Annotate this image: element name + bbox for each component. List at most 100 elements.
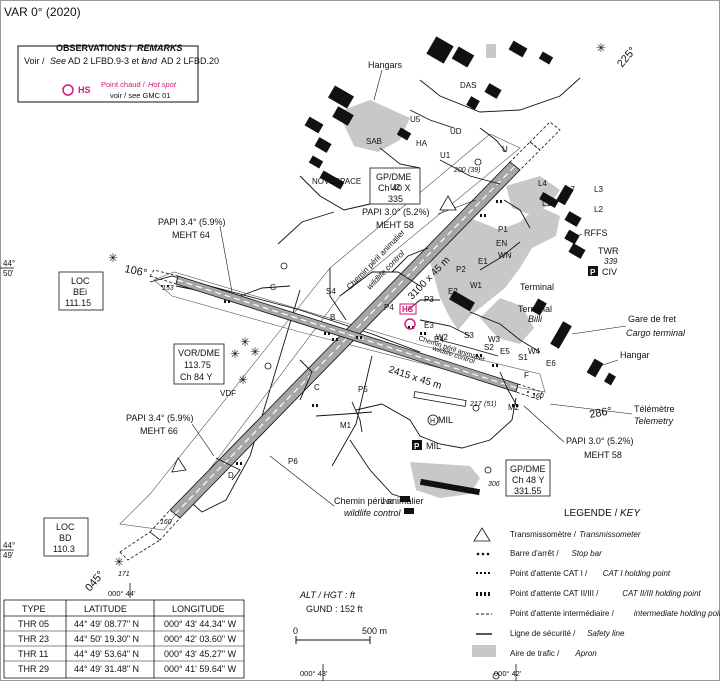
obstacle-marker-1 (280, 262, 288, 270)
loc-bd-type: LOC (56, 522, 75, 532)
legend-stopbar-icon (476, 552, 490, 556)
table-cell-r1-c2: 000° 42' 03.60" W (164, 634, 237, 644)
loc-bei-ident: BEi (73, 287, 87, 297)
loc-bei-freq: 111.15 (65, 298, 91, 308)
lat-50-deg: 44° (3, 259, 15, 268)
table-cell-r3-c2: 000° 41' 59.64" W (164, 664, 237, 674)
label-gare-fr: Gare de fret (628, 314, 677, 324)
table-cell-r2-c2: 000° 43' 45.27" W (164, 649, 237, 659)
tree-symbols: ✳ ✳ ✳ ✳ ✳ ✳ ✳ (108, 41, 606, 569)
loc-bei-type: LOC (71, 276, 90, 286)
obstacle-marker-6 (492, 672, 500, 680)
taxiway-label-l4: L4 (538, 179, 547, 188)
vor-channel: Ch 84 Y (180, 372, 212, 382)
obstacle-marker-3 (472, 404, 480, 412)
table-cell-r2-c0: THR 11 (18, 649, 48, 659)
tree-icon-1: ✳ (108, 251, 118, 265)
legend-title-fr: LEGENDE / (564, 508, 618, 519)
thr-045: 045° (83, 569, 107, 594)
approach-lights (161, 285, 535, 395)
loc-bd-ident: BD (59, 533, 72, 543)
hotspot-legend-icon (62, 84, 74, 96)
elev-153: 153 (162, 285, 174, 292)
lat-49-deg: 44° (3, 541, 15, 550)
symbol-markers (171, 158, 500, 680)
label-civ: CIV (602, 267, 617, 277)
tree-icon-7: ✳ (596, 41, 606, 55)
label-das: DAS (460, 81, 476, 90)
tree-icon-3: ✳ (230, 347, 240, 361)
elev-217b: (51) (484, 401, 496, 408)
building-mil-2 (400, 496, 410, 502)
legend-item-fr-6: Aire de trafic / (510, 649, 560, 658)
lat-49-min: 49' (3, 551, 14, 560)
legend-item-en-5: Safety line (587, 629, 625, 638)
lat-50-min: 50' (3, 269, 14, 278)
taxiway-label-e4: E4 (434, 335, 444, 344)
taxiway-label-u1: U1 (440, 151, 451, 160)
building-das-4 (538, 51, 554, 65)
label-telem-en: Telemetry (634, 416, 674, 426)
scale-zero: 0 (293, 626, 298, 636)
table-cell-r3-c1: 44° 49' 31.48" N (74, 664, 139, 674)
thr-106: 106° (123, 263, 148, 279)
taxiway-label-e1: E1 (478, 257, 488, 266)
box-loc-bei: LOC BEi 111.15 (58, 271, 104, 311)
taxiway-label-l2: L2 (594, 205, 603, 214)
obstacle-marker-4 (484, 466, 492, 474)
navaid-boxes: LOC BEi 111.15 LOC BD 110.3 VOR/DME 113.… (43, 167, 551, 557)
gp-top-freq: 335 (388, 194, 403, 204)
table-header-lon: LONGITUDE (172, 604, 225, 614)
remarks-title-en: REMARKS (137, 43, 183, 53)
taxiway-label-e5: E5 (500, 347, 510, 356)
legend-item-en-4: intermediate holding point (634, 609, 720, 618)
legend: LEGENDE / KEY Transmissomètre /Transmiss… (472, 508, 720, 658)
apron-billi (480, 298, 534, 344)
parking-icon-mil: P (414, 442, 420, 451)
legend-item-fr-0: Transmissomètre / (510, 530, 577, 539)
building-twr (568, 243, 586, 259)
taxiway-label-p2: P2 (456, 265, 466, 274)
gp-bot-channel: Ch 48 Y (512, 475, 544, 485)
box-gp-bot: GP/DME Ch 48 Y 331.55 (505, 459, 551, 497)
taxiway-label-u5: U5 (410, 115, 421, 124)
taxiway-label-p3: P3 (424, 295, 434, 304)
building-mil-row (419, 478, 481, 496)
tree-icon-5: ✳ (250, 345, 260, 359)
building-hangar-e2 (604, 372, 616, 386)
building-hangar-e (586, 358, 604, 378)
taxiway-label-l7: L7 (566, 185, 575, 194)
elev-160b: 160 (532, 393, 544, 400)
legend-transmissometer-icon (473, 527, 491, 542)
label-billi: Billi (528, 314, 543, 324)
table-cell-r0-c1: 44° 49' 08.77" N (74, 619, 139, 629)
building-hangar-2 (332, 106, 354, 126)
table-cell-r3-c0: THR 29 (18, 664, 49, 674)
building-mil-3 (404, 508, 414, 514)
gp-bot-type: GP/DME (510, 464, 546, 474)
hotspot-marker-circle (404, 318, 416, 330)
table-cell-r2-c1: 44° 49' 53.64" N (74, 649, 139, 659)
remarks-see: See (50, 56, 66, 66)
remarks-voir: Voir / (24, 56, 45, 66)
table-cell-r0-c2: 000° 43' 44.34" W (164, 619, 237, 629)
legend-cat1-icon (476, 572, 490, 574)
building-das-2 (451, 46, 475, 68)
lon-44: 000° 44' (108, 589, 136, 598)
legend-item-en-3: CAT II/III holding point (622, 589, 701, 598)
taxiway-label-p6: P6 (288, 457, 298, 466)
alt-label: ALT / HGT : ft (299, 590, 355, 600)
label-hangars: Hangars (368, 60, 403, 70)
taxiway-label-p4: P4 (384, 303, 394, 312)
label-gare-en: Cargo terminal (626, 328, 686, 338)
variation-label: VAR 0° (2020) (4, 5, 81, 19)
table-cell-r0-c0: THR 05 (18, 619, 49, 629)
building-das-3 (508, 40, 528, 58)
building-l2 (564, 211, 582, 227)
taxiway-label-w3: W3 (488, 335, 501, 344)
helipad-letter: H (430, 418, 435, 425)
taxiway-label-ud: UD (450, 127, 462, 136)
taxiway-label-s4: S4 (326, 287, 336, 296)
legend-item-fr-4: Point d'attente intermédiaire / (510, 609, 615, 618)
